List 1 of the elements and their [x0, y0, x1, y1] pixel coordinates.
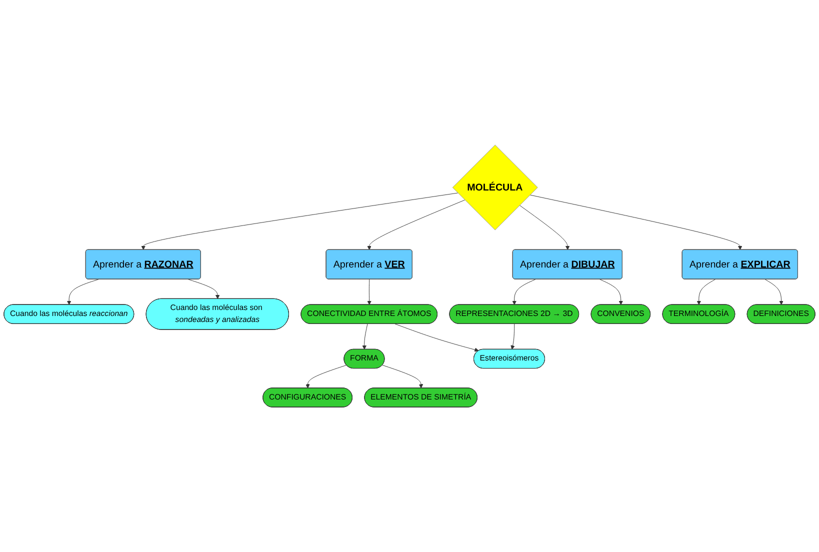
node-diamond: MOLÉCULA: [452, 144, 538, 230]
